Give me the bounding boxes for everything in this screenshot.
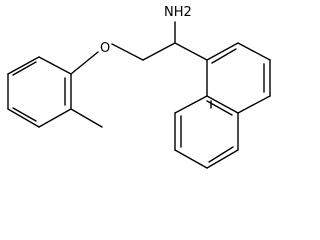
naphthalene-ring-b [174, 95, 239, 169]
ether-oxygen-label: O [100, 41, 110, 56]
ch2-ch-bond [142, 42, 176, 61]
amine-label: NH2 [164, 5, 192, 20]
oxygen-ch2-bond [111, 43, 144, 61]
methyl-bond [70, 108, 103, 128]
tolyl-ring [7, 56, 72, 128]
naphthalene-ring-a [206, 42, 271, 114]
molecule-diagram: O NH2 [7, 5, 271, 169]
ring-oxygen-bond [70, 51, 99, 75]
structure-canvas: O NH2 [7, 5, 271, 169]
ch-naphthyl-bond [174, 42, 208, 61]
